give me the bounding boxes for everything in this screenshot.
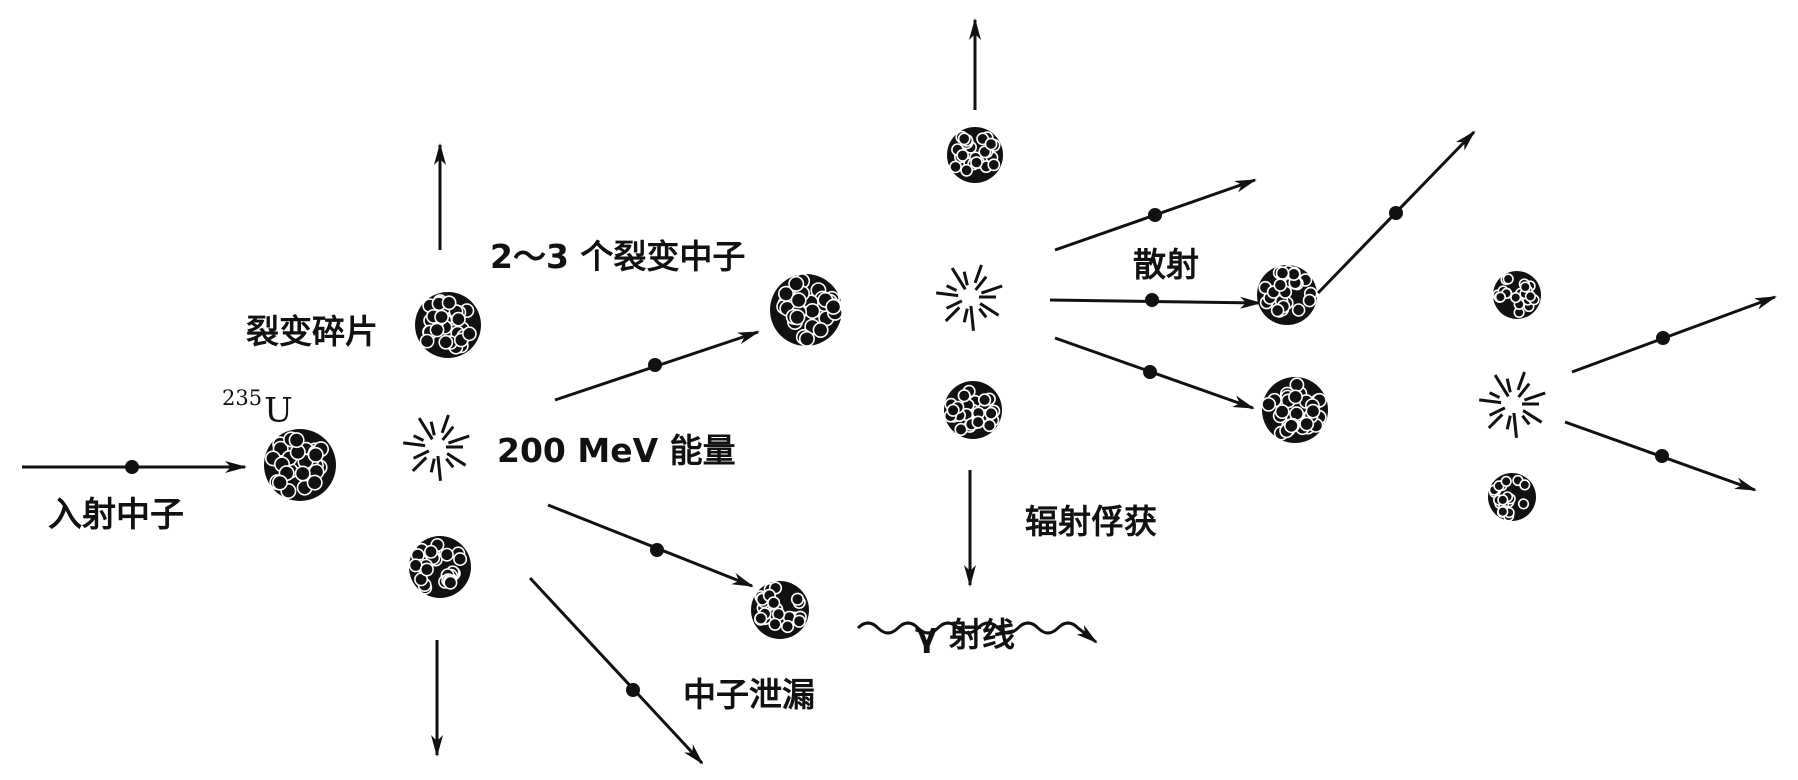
fragment-nucleus-3	[947, 127, 1003, 183]
neutron-dot	[1656, 331, 1670, 345]
target-nucleus-1	[770, 273, 843, 347]
u235-label: 235U	[222, 388, 293, 431]
fragment-nucleus-4	[943, 381, 1002, 439]
neutron-dot	[1145, 293, 1159, 307]
right-neutron-arrow-up	[1571, 295, 1777, 374]
mass-number: 235	[222, 386, 263, 410]
scattering-label: 散射	[1133, 245, 1199, 284]
bursts-layer	[403, 264, 1546, 481]
gamma-ray-wave	[856, 621, 1098, 644]
energy-label: 200 MeV 能量	[497, 431, 736, 470]
gamma-ray-label: γ 射线	[915, 615, 1015, 654]
neutron-dot	[1655, 449, 1669, 463]
capture-nucleus	[1261, 377, 1328, 443]
neutron-dot	[125, 460, 139, 474]
scattering-nucleus	[1257, 264, 1318, 325]
fission-fragment-nucleus-2	[408, 536, 471, 598]
fragment-nucleus-6	[1488, 473, 1536, 522]
nuclei-layer	[264, 127, 1541, 639]
fission-burst-icon-2	[936, 264, 1003, 331]
leakage-neutron-arrow	[528, 576, 704, 765]
u235-nucleus	[264, 429, 336, 501]
fission-neutrons-label: 2～3 个裂变中子	[490, 237, 746, 276]
element-symbol: U	[264, 390, 293, 431]
fission-fragments-label: 裂变碎片	[246, 312, 378, 351]
neutron-dot	[1148, 208, 1162, 222]
neutron-dot	[650, 543, 664, 557]
neutron-dot	[626, 683, 640, 697]
radiative-capture-label: 辐射俘获	[1025, 502, 1157, 541]
neutron-leakage-label: 中子泄漏	[683, 675, 815, 714]
neutron-dot	[1143, 365, 1157, 379]
neutron-dot	[1389, 206, 1403, 220]
neutron-dot	[648, 358, 662, 372]
fragment-nucleus-5	[1492, 271, 1541, 319]
leakage-region-nucleus	[751, 581, 809, 639]
fission-burst-icon-3	[1479, 371, 1546, 438]
fission-burst-icon-1	[403, 414, 470, 481]
fission-fragment-nucleus-1	[415, 292, 481, 358]
incident-neutron-label: 入射中子	[48, 495, 184, 535]
fission-neutron-arrow-2	[547, 503, 754, 588]
